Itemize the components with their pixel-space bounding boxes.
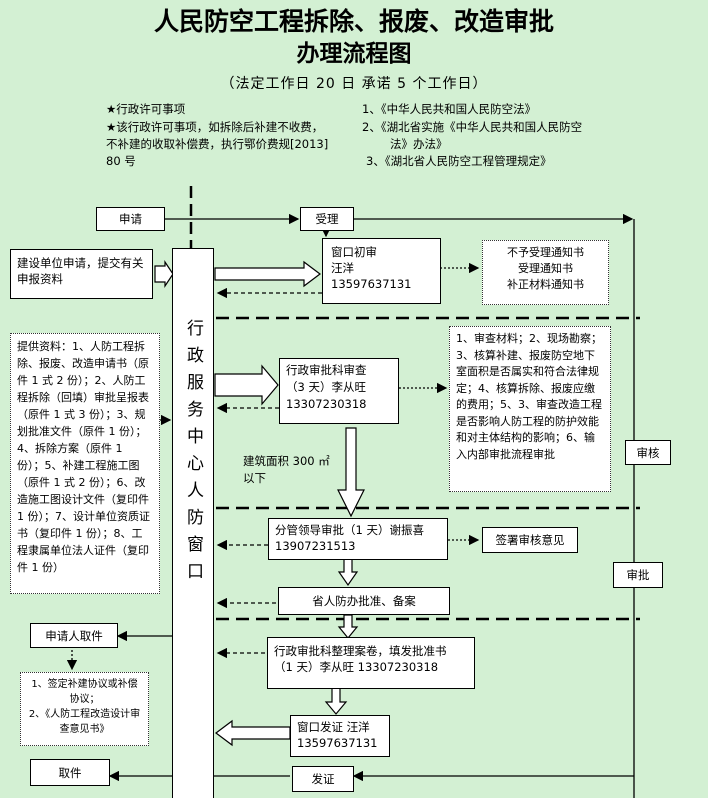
note-left-4: 80 号	[106, 154, 136, 168]
note-right-3: 法》办法》	[390, 137, 448, 151]
applicant-pickup-box: 申请人取件	[30, 623, 118, 648]
note-right-4: 3、《湖北省人民防空工程管理规定》	[366, 154, 552, 168]
review-items-text: 1、审查材料；2、现场勘察；3、核算补建、报废防空地下室面积是否属实和符合法律规…	[456, 332, 602, 461]
province-approval-label: 省人防办批准、备案	[312, 594, 416, 608]
page-title: 人民防空工程拆除、报废、改造审批	[153, 7, 554, 36]
page-title-line2: 办理流程图	[296, 40, 412, 67]
pickup-label: 取件	[58, 765, 82, 780]
area-note: 建筑面积 300 ㎡以下	[243, 454, 330, 485]
archive-box: 行政审批科整理案卷，填发批准书 （1 天）李从旺 13307230318	[267, 637, 475, 689]
sign-opinion-box: 签署审核意见	[482, 527, 578, 553]
apply-label: 申请	[119, 212, 142, 226]
applicant-pickup-label: 申请人取件	[45, 628, 103, 643]
leader-approval-box: 分管领导审批（1 天）谢振喜 13907231513	[268, 518, 448, 560]
note-right-2: 2、《湖北省实施《中华人民共和国人民防空	[362, 120, 583, 134]
archive-label: 行政审批科整理案卷，填发批准书 （1 天）李从旺 13307230318	[274, 644, 447, 674]
note-left-2: ★该行政许可事项，如拆除后补建不收费，	[106, 120, 324, 134]
accept-box: 受理	[300, 207, 354, 231]
agreements-box: 1、签定补建协议或补偿协议； 2、《人防工程改造设计审查意见书》	[20, 672, 149, 746]
audit-box: 审核	[625, 440, 671, 465]
notice-documents-label: 不予受理通知书 受理通知书 补正材料通知书	[507, 246, 584, 291]
note-left-3: 不补建的收取补偿费，执行鄂价费规[2013]	[106, 137, 329, 151]
approve-box: 审批	[613, 562, 663, 588]
applicant-submit-label: 建设单位申请，提交有关申报资料	[17, 256, 144, 286]
audit-label: 审核	[636, 445, 660, 460]
service-center-label: 行政服务中心人防窗口	[183, 319, 203, 589]
issue-box: 发证	[292, 766, 354, 792]
service-center-window: 行政服务中心人防窗口	[172, 248, 214, 798]
notice-documents-box: 不予受理通知书 受理通知书 补正材料通知书	[482, 240, 609, 305]
window-first-review-box: 窗口初审 汪洋 13597637131	[322, 238, 441, 304]
admin-review-box: 行政审批科审查 （3 天）李从旺 13307230318	[279, 358, 399, 424]
window-first-review-label: 窗口初审 汪洋 13597637131	[331, 245, 412, 291]
page-subtitle: （法定工作日 20 日 承诺 5 个工作日）	[220, 76, 488, 92]
materials-list-text: 提供资料：1、人防工程拆除、报废、改造申请书（原件 1 式 2 份）；2、人防工…	[17, 340, 150, 574]
accept-label: 受理	[315, 212, 339, 226]
review-items-box: 1、审查材料；2、现场勘察；3、核算补建、报废防空地下室面积是否属实和符合法律规…	[449, 326, 611, 492]
note-left-1: ★行政许可事项	[106, 102, 186, 116]
window-issue-box: 窗口发证 汪洋 13597637131	[290, 715, 390, 757]
leader-approval-label: 分管领导审批（1 天）谢振喜 13907231513	[275, 523, 424, 553]
sign-opinion-label: 签署审核意见	[495, 533, 565, 547]
materials-list-box: 提供资料：1、人防工程拆除、报废、改造申请书（原件 1 式 2 份）；2、人防工…	[10, 333, 160, 594]
applicant-submit-box: 建设单位申请，提交有关申报资料	[10, 249, 153, 299]
note-right-1: 1、《中华人民共和国人民防空法》	[362, 102, 537, 116]
apply-box: 申请	[96, 207, 165, 231]
window-issue-label: 窗口发证 汪洋 13597637131	[297, 720, 378, 750]
pickup-box: 取件	[30, 759, 110, 786]
issue-label: 发证	[311, 772, 335, 786]
province-approval-box: 省人防办批准、备案	[278, 587, 450, 615]
agreements-label: 1、签定补建协议或补偿协议； 2、《人防工程改造设计审查意见书》	[28, 679, 141, 735]
approve-label: 审批	[626, 568, 650, 582]
admin-review-label: 行政审批科审查 （3 天）李从旺 13307230318	[286, 363, 367, 411]
